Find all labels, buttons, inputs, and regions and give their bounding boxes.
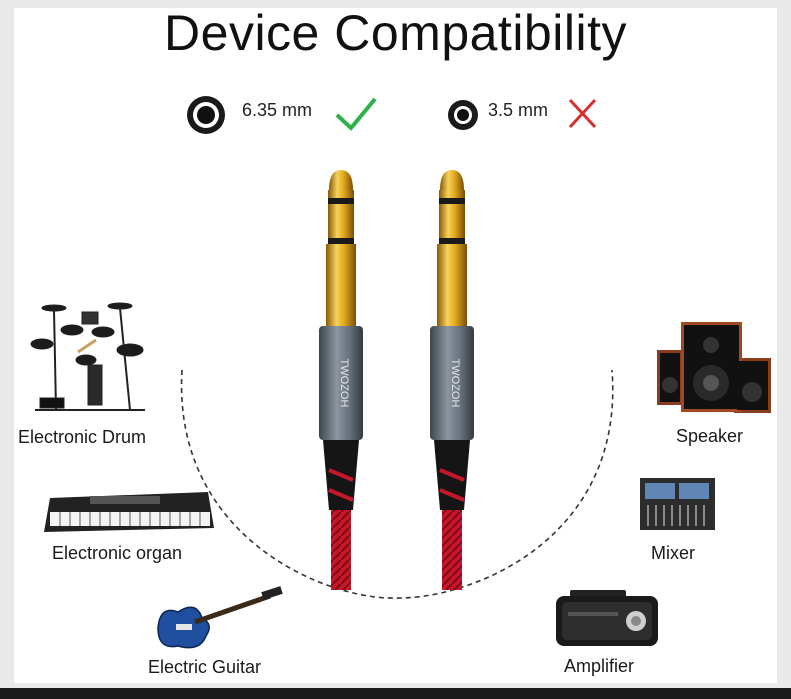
electronic-drum-icon	[30, 302, 145, 411]
mixer-icon	[640, 478, 715, 530]
label-electric-guitar: Electric Guitar	[148, 657, 262, 677]
electric-guitar-icon	[157, 586, 283, 649]
jack-6-35-icon	[187, 96, 225, 134]
label-electronic-drum: Electronic Drum	[18, 427, 147, 447]
bottom-bar	[0, 688, 791, 699]
content-panel	[14, 8, 777, 683]
dashed-arc	[180, 369, 614, 599]
check-icon	[335, 97, 377, 131]
jack-3-5-icon	[448, 100, 478, 130]
spec-3-5-label: 3.5 mm	[488, 100, 549, 120]
label-amplifier: Amplifier	[564, 656, 635, 676]
plug-left	[319, 170, 363, 590]
label-mixer: Mixer	[651, 543, 695, 563]
electronic-organ-icon	[44, 492, 214, 532]
plug-right	[430, 170, 474, 590]
spec-6-35-label: 6.35 mm	[242, 100, 313, 120]
label-electronic-organ: Electronic organ	[52, 543, 183, 563]
speaker-icon	[657, 322, 771, 413]
brand-right: TWOZOH	[449, 359, 461, 408]
brand-left: TWOZOH	[338, 359, 350, 408]
label-speaker: Speaker	[676, 426, 744, 446]
amplifier-icon	[556, 590, 658, 646]
cross-icon	[568, 98, 597, 129]
page-title: Device Compatibility	[164, 5, 627, 61]
